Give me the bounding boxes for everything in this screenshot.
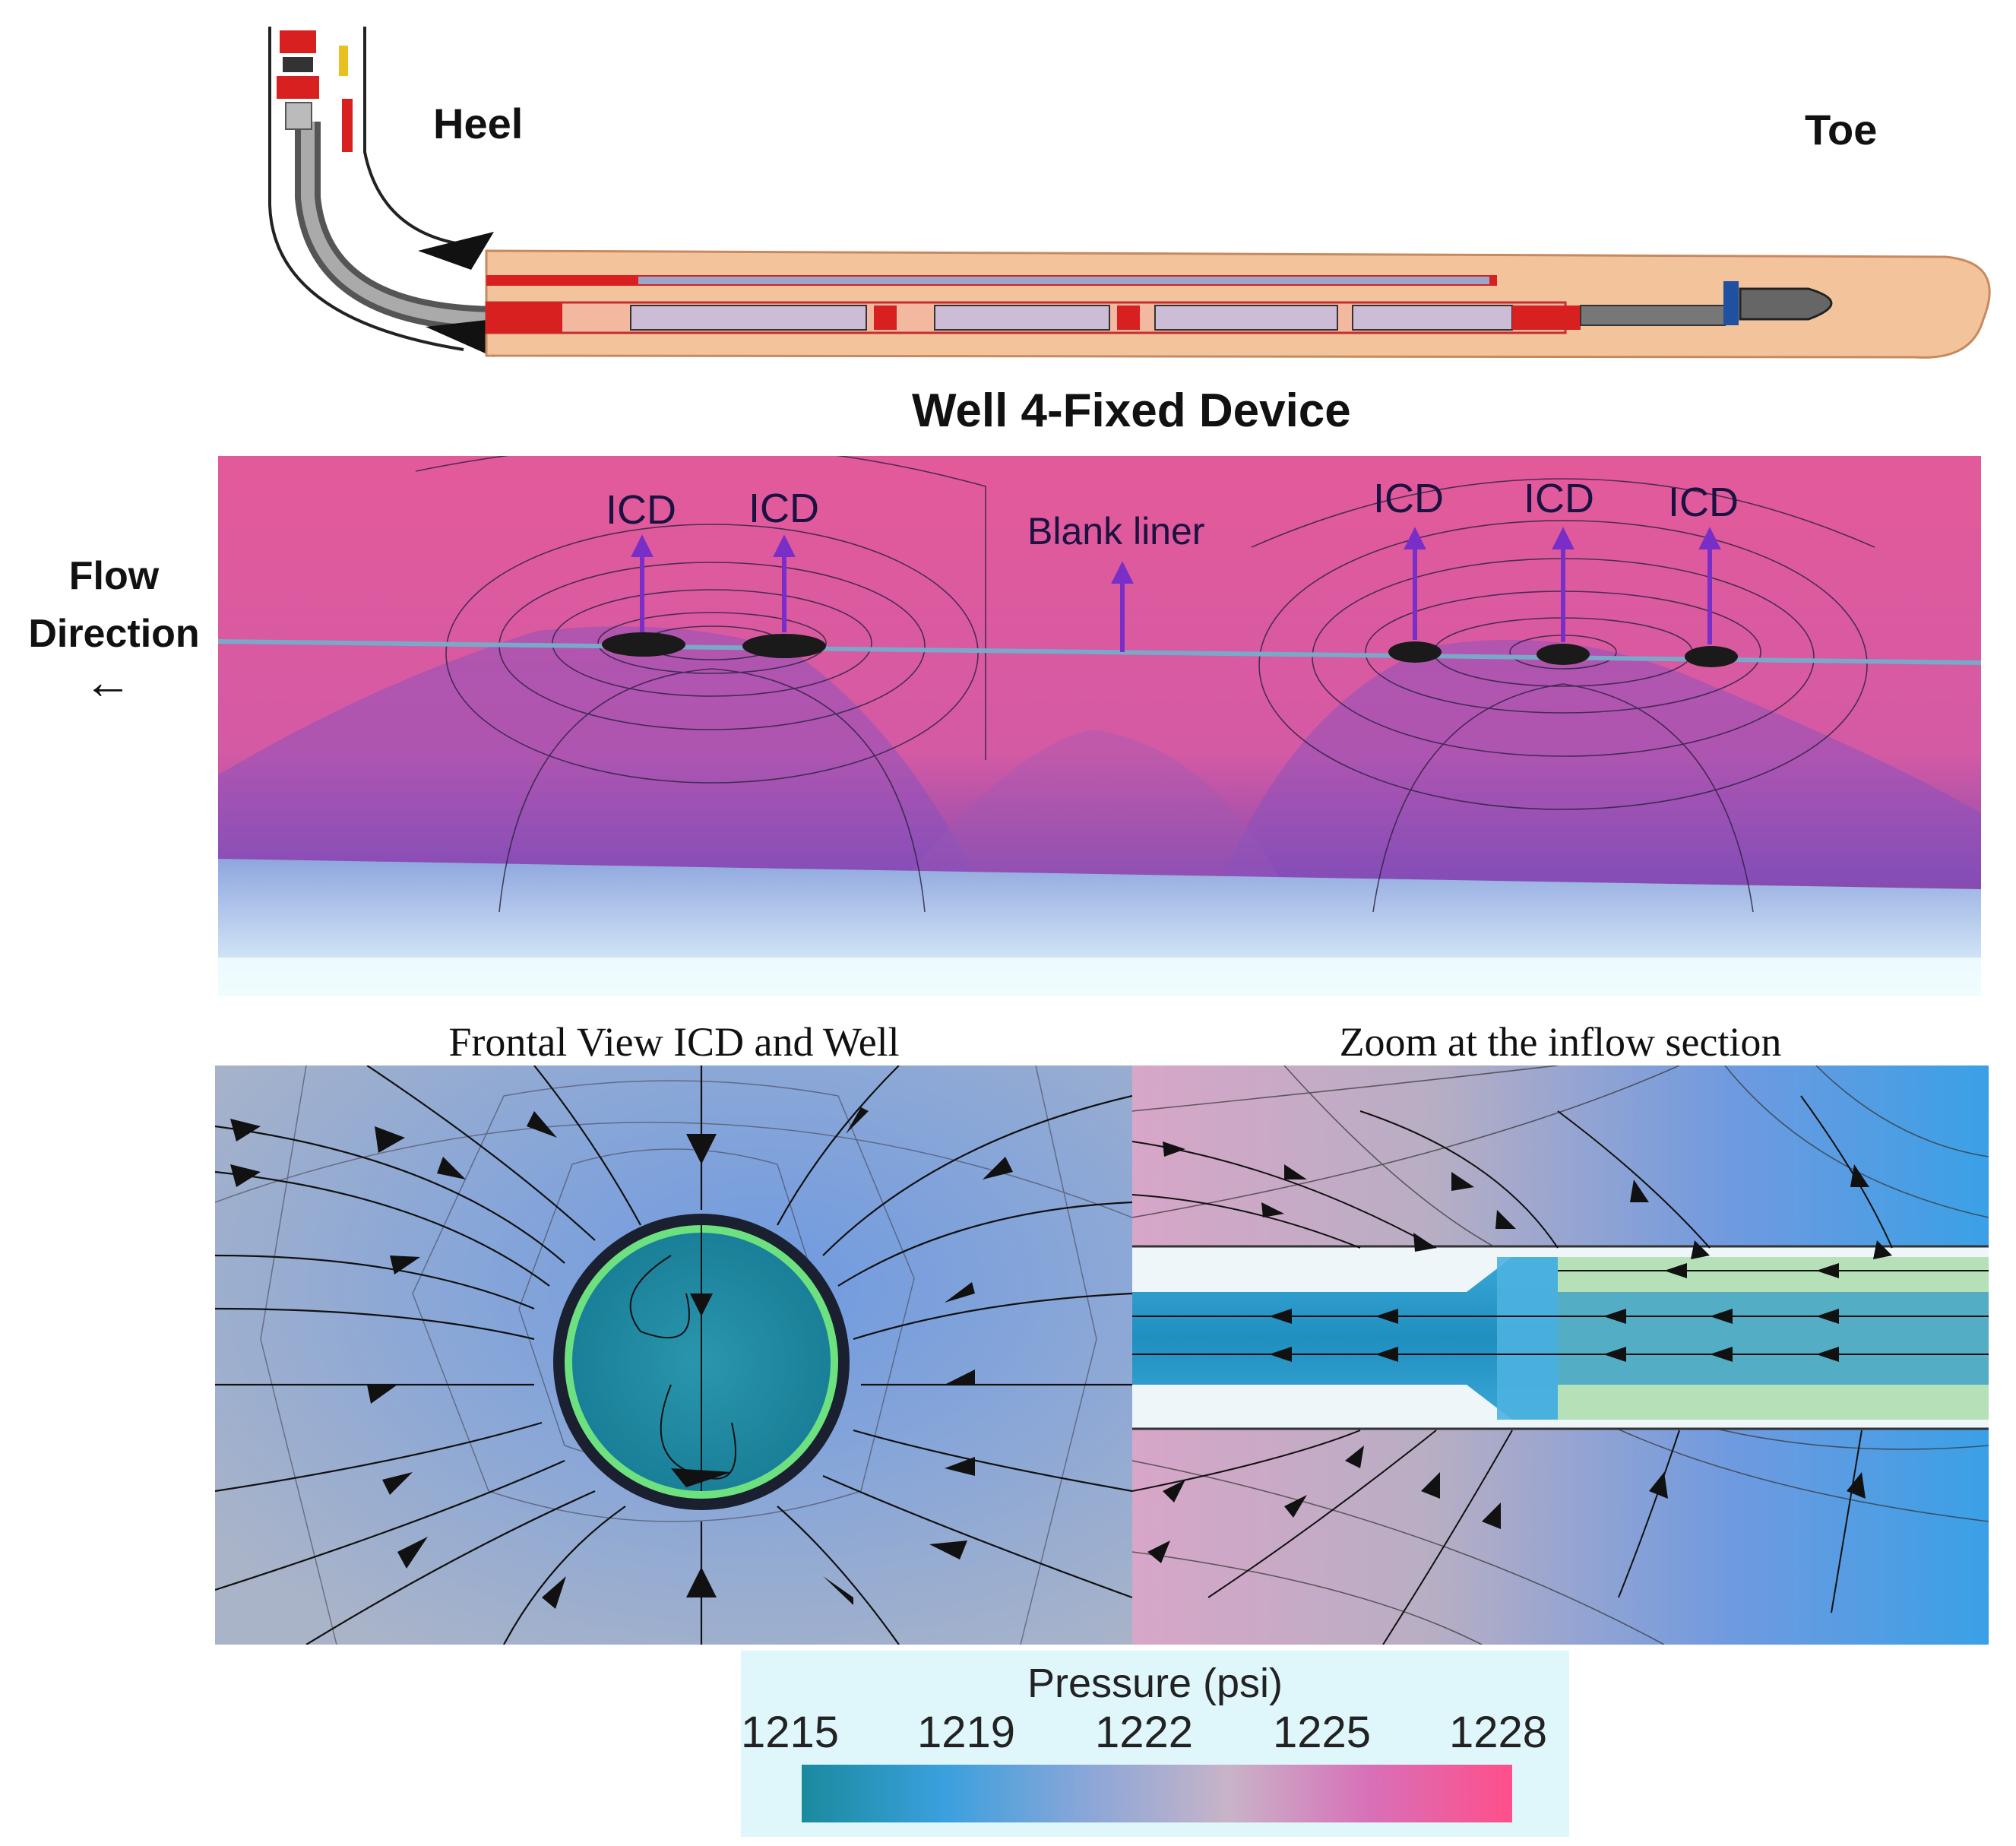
blank-liner-label: Blank liner (1027, 510, 1205, 553)
zoom-view-panel (1132, 1065, 1989, 1645)
colorbar-tick-2: 1219 (917, 1708, 1016, 1757)
colorbar-tick-5: 1228 (1449, 1708, 1548, 1757)
frontal-view-panel (215, 1065, 1132, 1645)
pressure-field-panel: ICD ICD Blank liner ICD ICD ICD (218, 456, 1981, 996)
colorbar-title: Pressure (psi) (1027, 1661, 1283, 1706)
icd-label-1: ICD (606, 487, 676, 533)
icd-label-3: ICD (1373, 476, 1444, 521)
heel-label: Heel (433, 100, 524, 147)
colorbar-tick-1: 1215 (741, 1708, 840, 1757)
flow-direction-arrow: ← (84, 654, 132, 709)
icd-label-4: ICD (1524, 476, 1594, 521)
flow-direction-label: Flow Direction (28, 554, 200, 656)
toe-label: Toe (1805, 106, 1878, 154)
well-schematic: Heel Toe (0, 0, 2016, 380)
colorbar-tick-4: 1225 (1273, 1708, 1372, 1757)
colorbar-legend: Pressure (psi) 1215 1219 1222 1225 1228 (741, 1651, 1569, 1837)
colorbar-tick-3: 1222 (1095, 1708, 1194, 1757)
icd-label-5: ICD (1668, 480, 1739, 525)
frontal-view-title: Frontal View ICD and Well (448, 1019, 900, 1065)
zoom-view-title: Zoom at the inflow section (1339, 1019, 1782, 1065)
colorbar-gradient (802, 1765, 1512, 1822)
simulation-title: Well 4-Fixed Device (912, 385, 1351, 437)
icd-label-2: ICD (748, 486, 819, 531)
